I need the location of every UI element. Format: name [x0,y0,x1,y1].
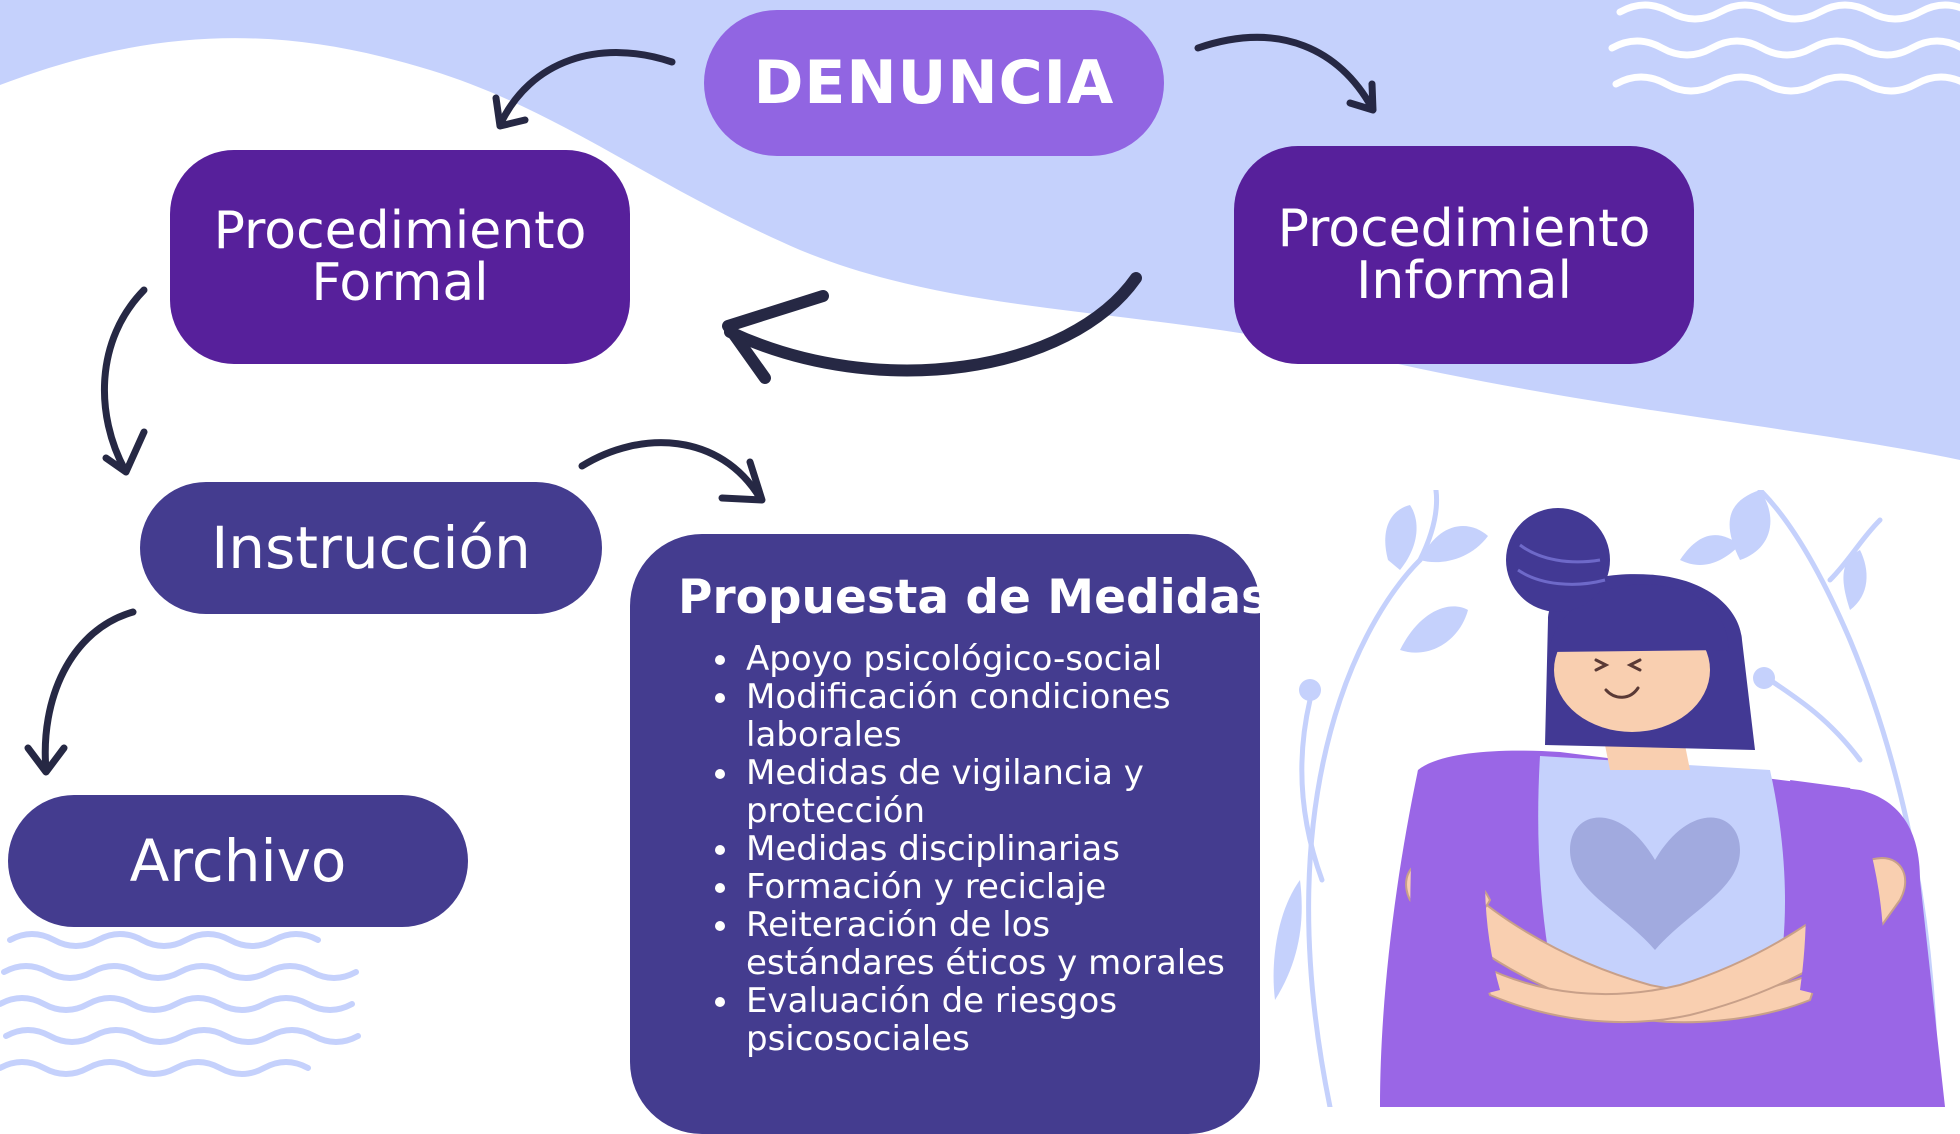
node-denuncia-label: DENUNCIA [753,48,1115,118]
panel-title: Propuesta de Medidas [678,570,1270,625]
right-sleeve [1790,780,1884,1010]
medida-item: Reiteración de los estándares éticos y m… [742,906,1240,982]
arm-right [1418,858,1822,1024]
node-archivo: Archivo [8,795,468,927]
bottom-left-squiggles [0,931,361,1077]
medida-item: Evaluación de riesgos psicosociales [742,982,1240,1058]
propuesta-de-medidas-panel: Propuesta de Medidas Apoyo psicológico-s… [630,534,1270,1134]
fringe [1548,584,1729,652]
self-hug-woman-illustration [1273,490,1945,1107]
arrow-instruccion-to-propuesta [578,439,766,504]
medida-item: Apoyo psicológico-social [742,640,1240,678]
node-archivo-label: Archivo [129,827,347,895]
hair-bun-lines [1517,543,1606,586]
medida-item: Modificación condiciones laborales [742,678,1240,754]
face-features [1594,658,1642,699]
medida-item: Medidas disciplinarias [742,830,1240,868]
node-instruccion-label: Instrucción [211,514,531,582]
node-formal-line1: Procedimiento [213,201,587,261]
node-procedimiento-formal: Procedimiento Formal [170,150,630,364]
medida-item: Medidas de vigilancia y protección [742,754,1240,830]
arrow-informal-to-formal [722,272,1142,384]
arrow-instruccion-to-archivo [24,608,137,776]
arrow-formal-to-instruccion [101,286,148,476]
node-denuncia: DENUNCIA [704,10,1164,156]
left-sleeve [1410,770,1500,1010]
medidas-list: Apoyo psicológico-social Modificación co… [678,640,1240,1058]
heart-icon [1570,817,1740,950]
arrow-denuncia-to-formal [492,49,676,130]
node-procedimiento-informal: Procedimiento Informal [1234,146,1694,364]
arrow-denuncia-to-informal [1194,33,1377,114]
medida-item: Formación y reciclaje [742,868,1240,906]
decorative-leaves [1273,490,1867,1000]
node-informal-line1: Procedimiento [1277,199,1651,259]
woman-figure [1380,508,1945,1107]
node-instruccion: Instrucción [140,482,602,614]
top-right-squiggles [1608,1,1960,95]
node-informal-line2: Informal [1356,251,1572,311]
node-formal-line2: Formal [311,253,489,313]
